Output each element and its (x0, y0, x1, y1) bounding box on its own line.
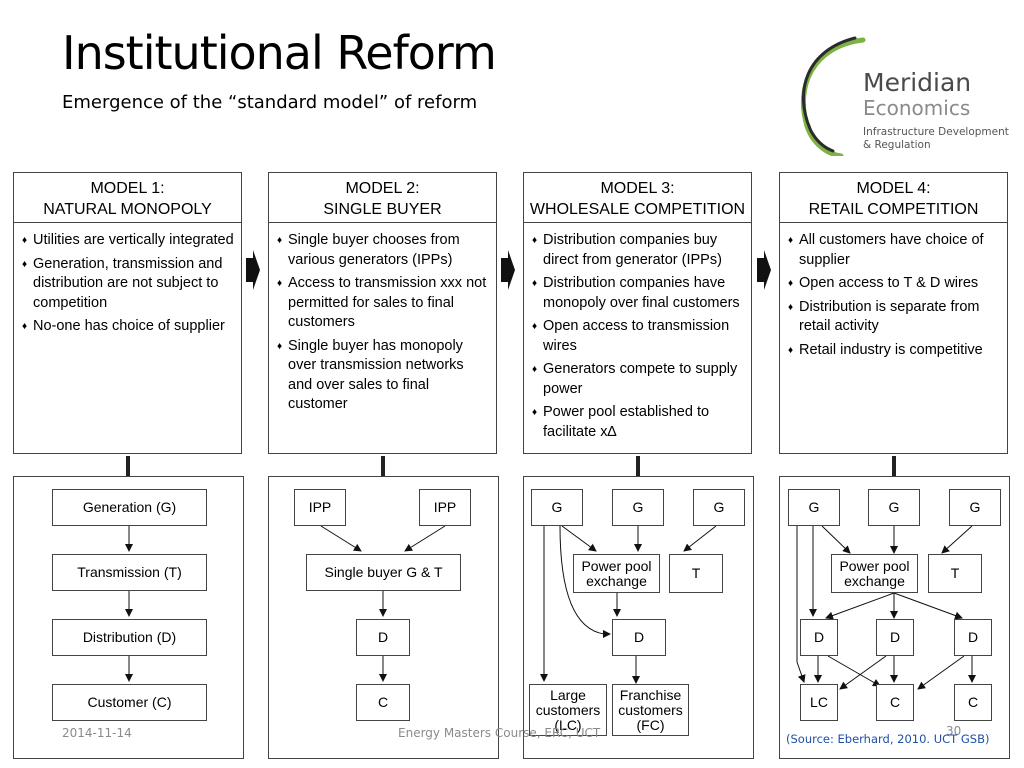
ipp-node: IPP (294, 489, 346, 526)
bullet-item: Utilities are vertically integrated (22, 231, 235, 251)
bullet-item: Generation, transmission and distributio… (22, 255, 235, 314)
model-4-number: MODEL 4: (856, 180, 931, 197)
model-3-bullets: Distribution companies buy direct from g… (524, 223, 751, 442)
model-1-heading: MODEL 1: NATURAL MONOPOLY (14, 173, 241, 223)
bullet-item: Generators compete to supply power (532, 360, 745, 399)
model-2-number: MODEL 2: (345, 180, 420, 197)
diagram-4-arrows (796, 525, 976, 690)
bullet-item: No-one has choice of supplier (22, 317, 235, 337)
diagram-2-arrows (320, 525, 446, 682)
franchise-customers-node: Franchise customers (FC) (612, 684, 689, 736)
logo-tagline: Infrastructure Development & Regulation (863, 126, 1009, 151)
connector-line (892, 456, 896, 476)
bullet-item: Single buyer chooses from various genera… (277, 231, 490, 270)
model-2-name: SINGLE BUYER (323, 201, 442, 218)
distribution-node: D (954, 619, 992, 656)
diagram-model-4: G G G Power pool exchange T D D D LC C C (779, 476, 1010, 759)
model-4-bullets: All customers have choice of supplier Op… (780, 223, 1007, 360)
single-buyer-node: Single buyer G & T (306, 554, 461, 591)
distribution-node: D (356, 619, 410, 656)
footer-date: 2014-11-14 (62, 726, 132, 740)
distribution-node: D (612, 619, 666, 656)
next-model-arrow-icon (757, 250, 771, 290)
bullet-item: Open access to transmission wires (532, 317, 745, 356)
model-2-heading: MODEL 2: SINGLE BUYER (269, 173, 496, 223)
model-1-bullets: Utilities are vertically integrated Gene… (14, 223, 241, 337)
logo-name: Meridian (863, 68, 972, 97)
model-2-card: MODEL 2: SINGLE BUYER Single buyer choos… (268, 172, 497, 454)
power-pool-label: exchange (586, 572, 647, 589)
customer-node: C (356, 684, 410, 721)
model-2-bullets: Single buyer chooses from various genera… (269, 223, 496, 415)
connector-line (381, 456, 385, 476)
diagram-model-3: G G G Power pool exchange T D Large cust… (523, 476, 754, 759)
franchise-customers-label: (FC) (636, 716, 665, 733)
bullet-item: Distribution is separate from retail act… (788, 298, 1001, 337)
generator-node: G (612, 489, 664, 526)
slide-subtitle: Emergence of the “standard model” of ref… (62, 92, 478, 113)
connector-line (636, 456, 640, 476)
model-1-name: NATURAL MONOPOLY (43, 201, 212, 218)
connector-line (126, 456, 130, 476)
power-pool-node: Power pool exchange (573, 554, 660, 593)
franchise-customers-label: Franchise (619, 686, 682, 703)
large-customers-label: Large (550, 686, 586, 703)
model-1-card: MODEL 1: NATURAL MONOPOLY Utilities are … (13, 172, 242, 454)
page-number: 30 (946, 724, 962, 738)
generator-node: G (868, 489, 920, 526)
transmission-node: T (669, 554, 723, 593)
model-4-name: RETAIL COMPETITION (808, 201, 979, 218)
large-customer-node: LC (800, 684, 838, 721)
customer-node: Customer (C) (52, 684, 207, 721)
next-model-arrow-icon (246, 250, 260, 290)
logo-arc-icon (801, 36, 866, 159)
bullet-item: Power pool established to facilitate x∆ (532, 403, 745, 442)
franchise-customers-label: customers (618, 701, 683, 718)
generator-node: G (693, 489, 745, 526)
bullet-item: Access to transmission xxx not permitted… (277, 274, 490, 333)
power-pool-label: Power pool (581, 557, 652, 574)
generator-node: G (949, 489, 1001, 526)
model-3-name: WHOLESALE COMPETITION (529, 201, 746, 218)
large-customers-node: Large customers (LC) (529, 684, 607, 736)
diagram-3-arrows (540, 525, 717, 684)
power-pool-label: exchange (844, 572, 905, 589)
customer-node: C (876, 684, 914, 721)
generator-node: G (788, 489, 840, 526)
footer-course: Energy Masters Course, ERC, UCT (398, 726, 601, 740)
transmission-node: T (928, 554, 982, 593)
bullet-item: Open access to T & D wires (788, 274, 1001, 294)
company-logo: Meridian Economics Infrastructure Develo… (793, 36, 1009, 159)
distribution-node: D (800, 619, 838, 656)
model-4-heading: MODEL 4: RETAIL COMPETITION (780, 173, 1007, 223)
generation-node: Generation (G) (52, 489, 207, 526)
power-pool-label: Power pool (839, 557, 910, 574)
ipp-node: IPP (419, 489, 471, 526)
generator-node: G (531, 489, 583, 526)
power-pool-node: Power pool exchange (831, 554, 918, 593)
customer-node: C (954, 684, 992, 721)
diagram-model-2: IPP IPP Single buyer G & T D C (268, 476, 499, 759)
diagram-model-1: Generation (G) Transmission (T) Distribu… (13, 476, 244, 759)
bullet-item: Single buyer has monopoly over transmiss… (277, 337, 490, 415)
next-model-arrow-icon (501, 250, 515, 290)
distribution-node: D (876, 619, 914, 656)
transmission-node: Transmission (T) (52, 554, 207, 591)
distribution-node: Distribution (D) (52, 619, 207, 656)
model-3-heading: MODEL 3: WHOLESALE COMPETITION (524, 173, 751, 223)
large-customers-label: (LC) (554, 716, 582, 733)
model-4-card: MODEL 4: RETAIL COMPETITION All customer… (779, 172, 1008, 454)
bullet-item: Distribution companies have monopoly ove… (532, 274, 745, 313)
large-customers-label: customers (535, 701, 601, 718)
bullet-item: Retail industry is competitive (788, 341, 1001, 361)
model-1-number: MODEL 1: (90, 180, 165, 197)
logo-name-secondary: Economics (863, 96, 971, 120)
model-3-number: MODEL 3: (600, 180, 675, 197)
bullet-item: Distribution companies buy direct from g… (532, 231, 745, 270)
model-3-card: MODEL 3: WHOLESALE COMPETITION Distribut… (523, 172, 752, 454)
source-citation: (Source: Eberhard, 2010. UCT GSB) (786, 732, 990, 746)
bullet-item: All customers have choice of supplier (788, 231, 1001, 270)
slide-title: Institutional Reform (62, 26, 497, 80)
diagram-1-arrows (125, 526, 133, 682)
